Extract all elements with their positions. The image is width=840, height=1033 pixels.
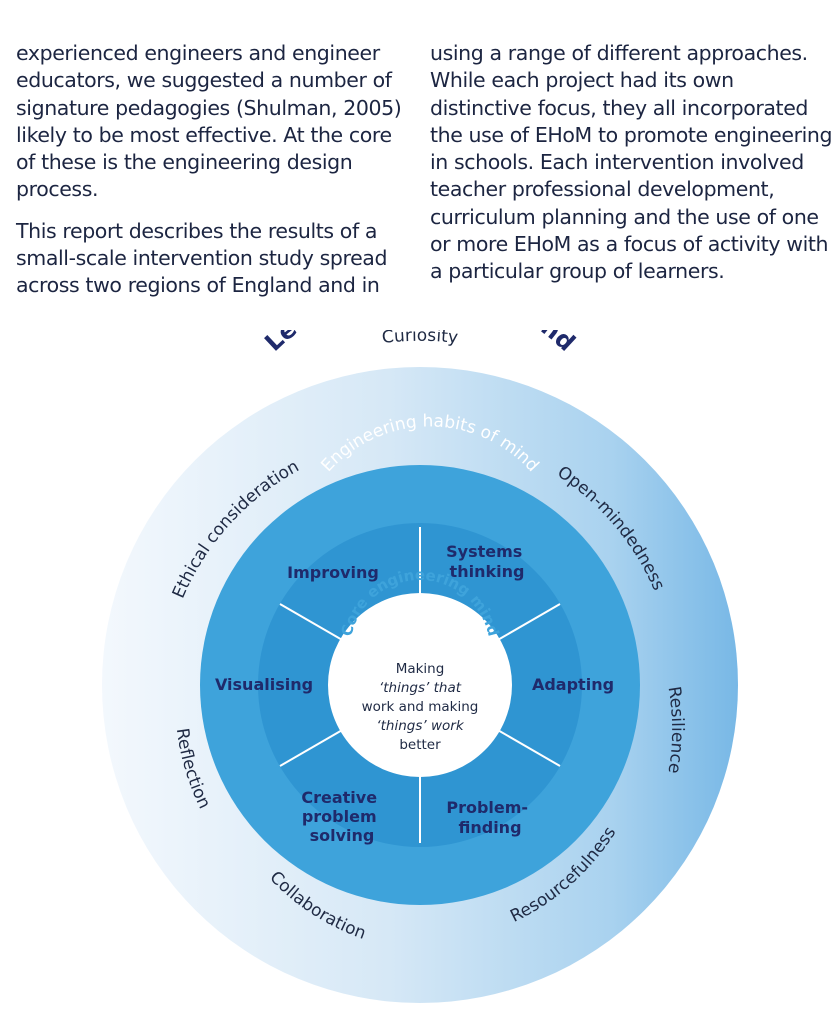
left-text-column: experienced engineers and engineer educa… xyxy=(16,40,416,314)
habits-of-mind-diagram: Learning habits of mind Curiosity Ethica… xyxy=(102,330,738,1003)
engineering-habit-creative-problem-solving: Creative problem solving xyxy=(301,788,382,845)
core-circle xyxy=(328,593,512,777)
left-paragraph-2: This report describes the results of a s… xyxy=(16,218,388,298)
sector-dividers xyxy=(279,527,561,843)
core-line-3: work and making xyxy=(362,699,479,715)
left-paragraph-1: experienced engineers and engineer educa… xyxy=(16,41,402,202)
core-line-5: better xyxy=(399,737,441,753)
engineering-habit-problem-finding: Problem- finding xyxy=(446,798,533,837)
engineering-habit-improving: Improving xyxy=(287,563,379,582)
core-line-4: ‘things’ work xyxy=(376,718,464,734)
learning-habit-curiosity: Curiosity xyxy=(381,330,459,348)
engineering-habit-visualising: Visualising xyxy=(215,675,313,694)
learning-habit-resilience: Resilience xyxy=(664,685,688,775)
core-line-2: ‘things’ that xyxy=(379,680,462,696)
right-paragraph: using a range of different approaches. W… xyxy=(430,41,833,284)
engineering-habit-adapting: Adapting xyxy=(532,675,614,694)
right-text-column: using a range of different approaches. W… xyxy=(430,40,835,300)
core-line-1: Making xyxy=(396,661,445,677)
engineering-habit-systems-thinking: Systems thinking xyxy=(446,542,528,581)
